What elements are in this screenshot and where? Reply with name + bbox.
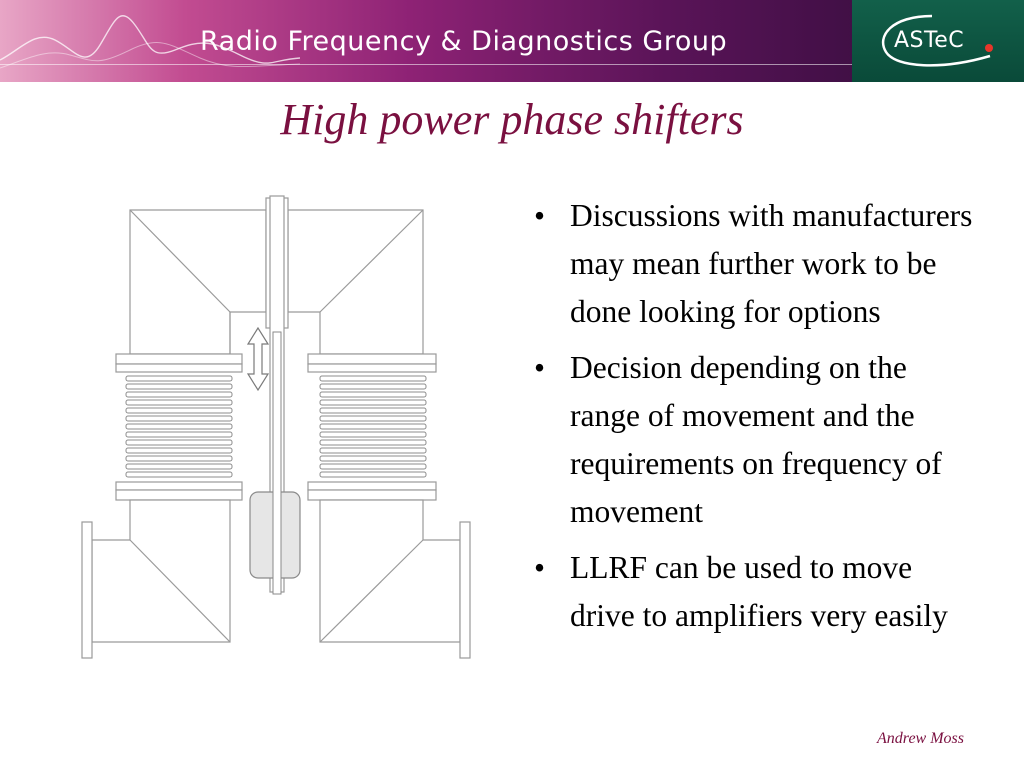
header-divider xyxy=(0,64,852,65)
bullet-icon: • xyxy=(534,198,546,233)
bullet-list: • Discussions with manufacturers may mea… xyxy=(532,192,982,648)
bullet-icon: • xyxy=(534,550,546,585)
slide-title: High power phase shifters xyxy=(280,95,744,144)
astec-logo: ASTeC xyxy=(852,0,1024,82)
group-title: Radio Frequency & Diagnostics Group xyxy=(200,26,728,57)
header-banner: Radio Frequency & Diagnostics Group ASTe… xyxy=(0,0,1024,82)
logo-swoosh-icon xyxy=(881,14,991,67)
phase-shifter-diagram xyxy=(81,195,471,659)
author-name: Andrew Moss xyxy=(877,730,964,747)
bullet-text: Decision depending on the range of movem… xyxy=(570,350,942,529)
list-item: • LLRF can be used to move drive to ampl… xyxy=(532,544,982,640)
bullet-text: Discussions with manufacturers may mean … xyxy=(570,198,973,329)
logo-red-dot xyxy=(985,44,993,52)
bullet-text: LLRF can be used to move drive to amplif… xyxy=(570,550,948,633)
bullet-icon: • xyxy=(534,350,546,385)
list-item: • Decision depending on the range of mov… xyxy=(532,344,982,536)
list-item: • Discussions with manufacturers may mea… xyxy=(532,192,982,336)
double-arrow-icon xyxy=(246,326,270,392)
wave-graphic xyxy=(0,15,300,69)
logo-text: ASTeC xyxy=(894,28,965,53)
